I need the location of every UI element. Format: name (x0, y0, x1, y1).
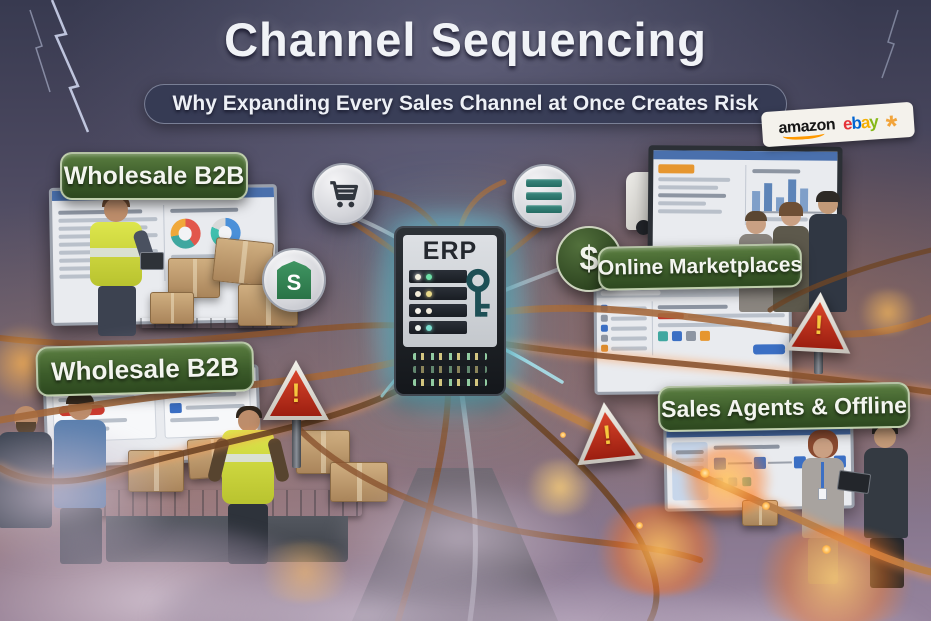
person-head (813, 438, 833, 458)
rack-led-row (413, 353, 487, 360)
spark (636, 522, 643, 529)
person-head (874, 426, 896, 448)
sign-pole (814, 348, 823, 374)
server-slot (409, 270, 467, 283)
worker-head (238, 410, 260, 432)
fire-glow (520, 460, 600, 515)
server-slot (409, 321, 467, 334)
shopping-cart-icon (330, 181, 359, 208)
server-slot (409, 304, 467, 317)
shopping-cart-badge (312, 163, 374, 225)
rack-led-row (413, 366, 487, 373)
dollar-symbol: $ (579, 239, 599, 278)
label-sales-agents-offline: Sales Agents & Offline (657, 381, 911, 433)
ebay-letter: y (868, 111, 879, 132)
erp-panel: ERP (403, 235, 497, 347)
vest-reflective-stripe (222, 454, 274, 462)
amazon-logo: amazon (778, 116, 836, 141)
label-text: Online Marketplaces (597, 253, 803, 280)
fire-glow (853, 290, 923, 335)
warning-sign: ! (784, 290, 853, 353)
list-bar-icon (526, 192, 562, 200)
warehouse-worker (82, 194, 164, 336)
walmart-spark-icon: * (884, 109, 899, 144)
label-text: Sales Agents & Offline (660, 391, 908, 422)
spark (560, 432, 566, 438)
erp-server: ERP (394, 226, 506, 396)
order-list-badge (512, 164, 576, 228)
worker-head (104, 198, 128, 222)
list-bar-icon (526, 205, 562, 213)
tablet-device (140, 252, 164, 270)
lanyard (821, 462, 824, 488)
vest-reflective-stripe (90, 248, 142, 257)
spark (700, 468, 710, 478)
shopify-letter: S (286, 270, 302, 295)
label-wholesale-b2b-top: Wholesale B2B (60, 152, 248, 200)
fire-glow (740, 528, 930, 621)
shopify-bag-icon: S (277, 261, 311, 299)
exclamation-mark: ! (813, 309, 825, 341)
shopify-badge: S (262, 248, 326, 312)
fire-glow (585, 505, 735, 595)
person-hair (816, 191, 840, 202)
label-text: Wholesale B2B (63, 161, 245, 190)
cardboard-box (150, 292, 194, 324)
conveyor-table (140, 318, 292, 328)
erp-label: ERP (422, 237, 478, 265)
sign-pole (292, 416, 301, 468)
page-title: Channel Sequencing (224, 13, 707, 66)
warning-sign: ! (263, 360, 329, 420)
spark (822, 545, 831, 554)
rack-led-row (413, 379, 487, 386)
person-hair (745, 211, 767, 221)
handoff-tablet (836, 469, 872, 495)
business-person (806, 191, 850, 320)
list-bar-icon (526, 179, 562, 187)
ebay-logo: ebay (842, 112, 878, 134)
key-icon (466, 268, 490, 317)
page-subtitle: Why Expanding Every Sales Channel at Onc… (143, 84, 788, 124)
label-wholesale-b2b-mid: Wholesale B2B (35, 341, 255, 397)
warning-sign: ! (571, 399, 643, 466)
server-slot (409, 287, 467, 300)
person-hair (66, 393, 94, 404)
person-torso (809, 214, 847, 312)
worker-legs (98, 286, 136, 336)
van-wheel (636, 220, 651, 235)
person-torso (864, 448, 908, 538)
spark (762, 502, 770, 510)
fire-glow (250, 542, 360, 602)
person-hair (779, 202, 803, 216)
id-badge (818, 488, 827, 500)
label-online-marketplaces: Online Marketplaces (597, 243, 803, 291)
label-text: Wholesale B2B (50, 351, 240, 386)
exclamation-mark: ! (291, 378, 301, 408)
